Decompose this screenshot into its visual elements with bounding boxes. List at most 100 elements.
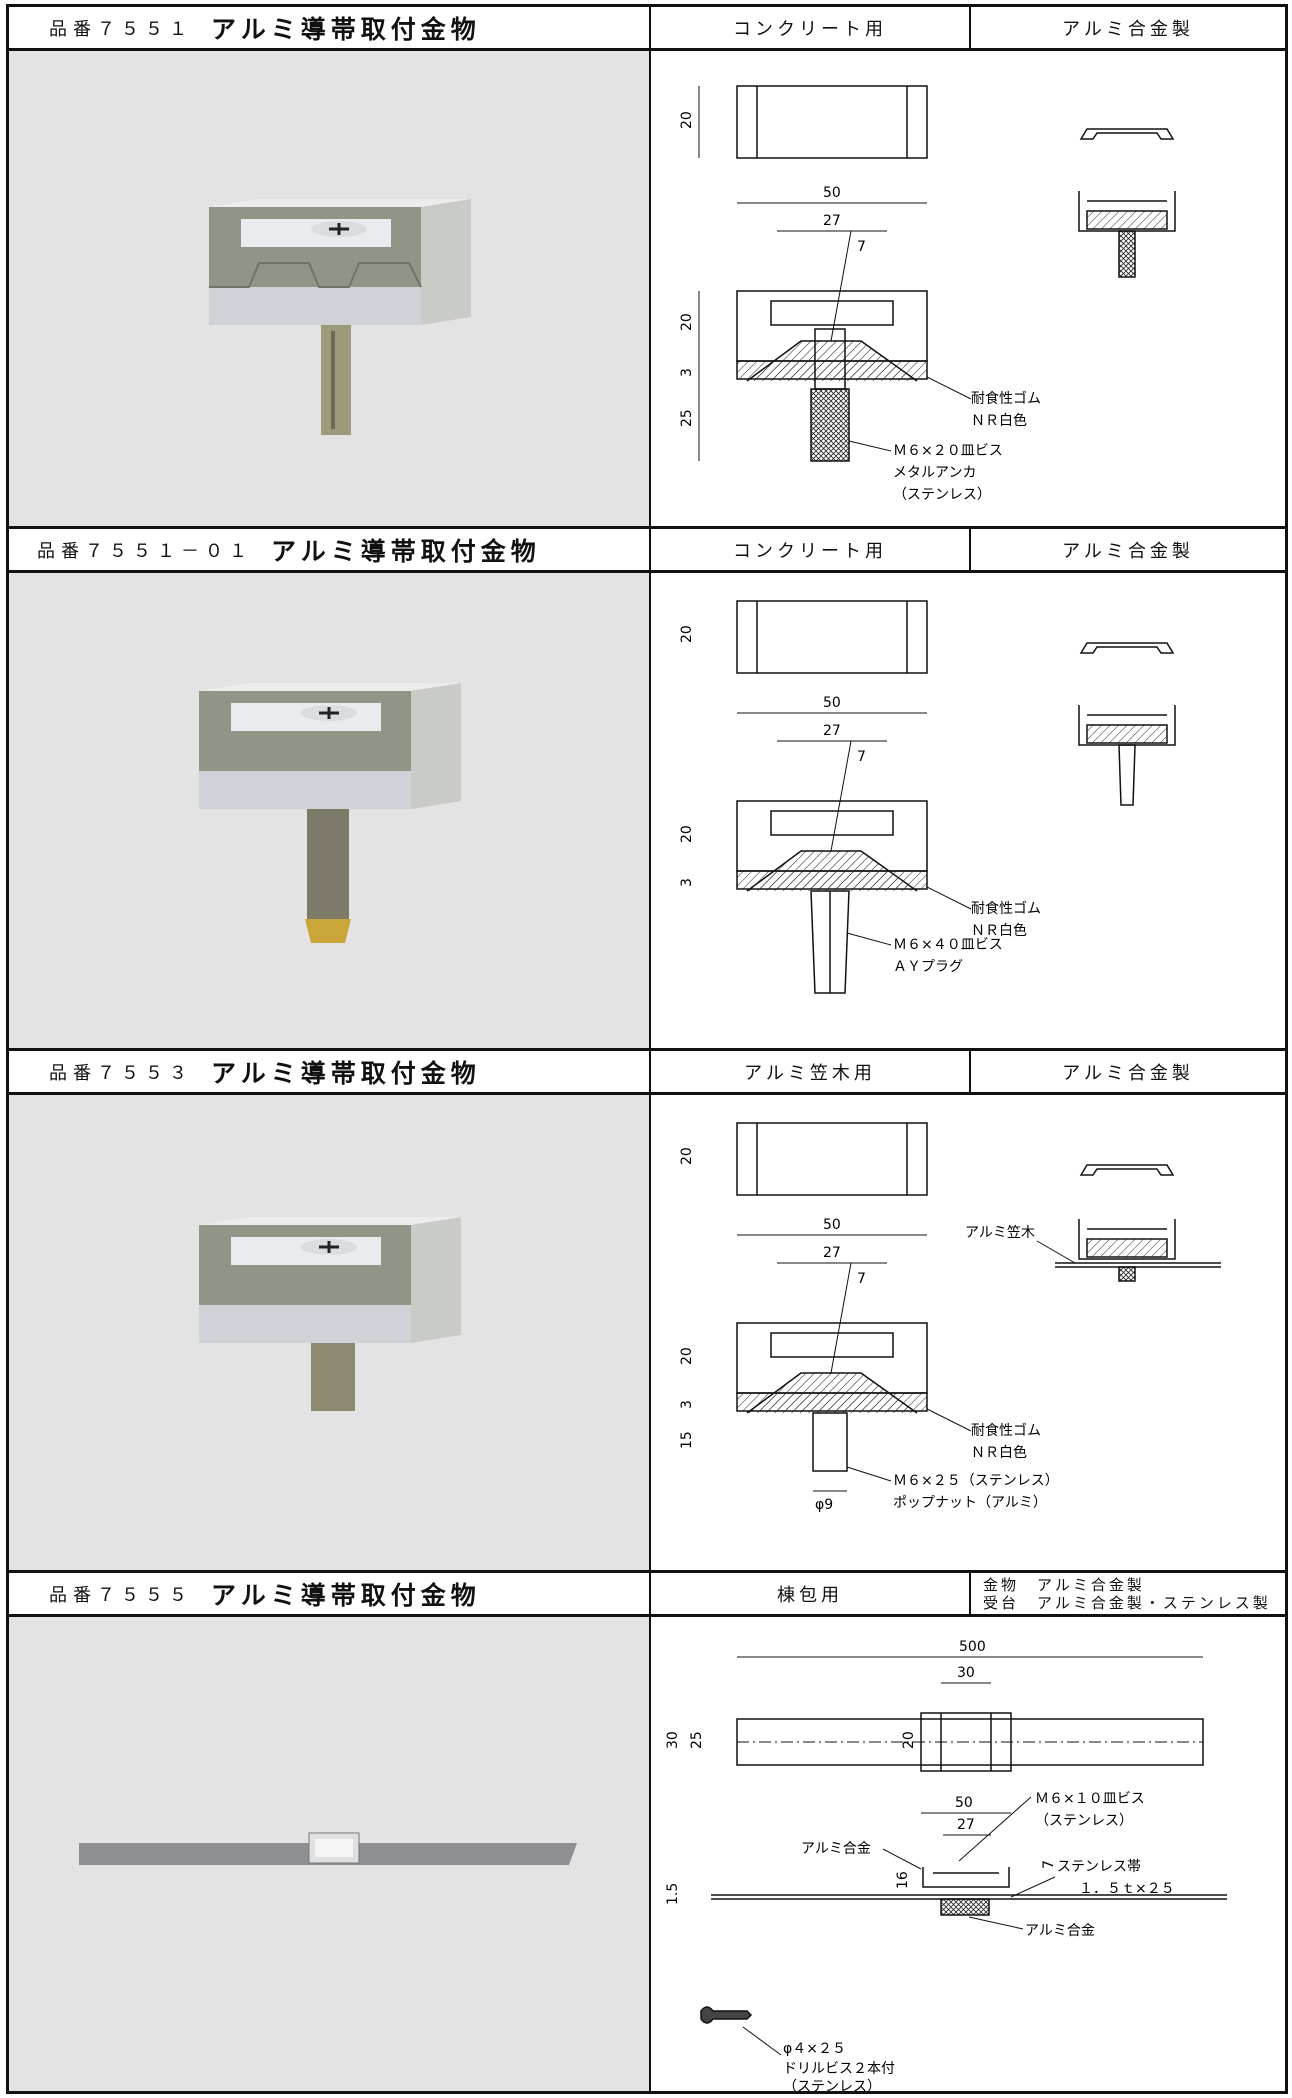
- rubber-color-label: ＮＲ白色: [971, 412, 1027, 429]
- nut-label: ポップナット（アルミ）: [893, 1495, 1047, 1511]
- dim-top-h: 20: [679, 1147, 695, 1165]
- product-code: 品番７５５３: [49, 1062, 193, 1084]
- product-name: アルミ導帯取付金物: [211, 1058, 481, 1088]
- dim-band-w: 25: [689, 1731, 705, 1749]
- dimension-drawing: 20 50 27 7 20 3 25 耐食性ゴム ＮＲ白色 Ｍ６×２０皿ビス メ…: [679, 85, 1176, 503]
- dim-slot: 7: [857, 1271, 866, 1287]
- dim-slot: 7: [857, 749, 866, 765]
- dim-base-h: 3: [679, 368, 695, 377]
- dimension-drawing: 20 50 27 7 20 3 耐食性ゴム ＮＲ白色 Ｍ６×４０皿ビス ＡＹプラ…: [679, 600, 1176, 994]
- technical-drawing: 20 50 27 7 20 3 耐食性ゴム ＮＲ白色 Ｍ６×４０皿ビス ＡＹプラ…: [651, 573, 1285, 1048]
- product-photo: [9, 573, 651, 1048]
- product-name: アルミ導帯取付金物: [211, 1580, 481, 1610]
- product-section-7551-01: 品番７５５１－０１ アルミ導帯取付金物 コンクリート用 アルミ合金製: [6, 526, 1288, 1051]
- dim-width: 50: [823, 185, 841, 201]
- drill-screw-material-label: （ステンレス）: [783, 2079, 881, 2091]
- product-photo: [9, 51, 651, 526]
- product-code: 品番７５５１: [49, 18, 193, 40]
- dim-clip-w: 30: [957, 1665, 975, 1681]
- fitting-with-plug-image: [199, 683, 461, 943]
- plug-label: ＡＹプラグ: [893, 959, 963, 975]
- technical-drawing: 20 50 27 7 20 3 15 φ9 耐食性ゴム ＮＲ白色 Ｍ６×２５（ス…: [651, 1095, 1285, 1570]
- dim-inner: 27: [823, 213, 841, 229]
- anchor-material-label: （ステンレス）: [893, 487, 991, 503]
- product-photo: [9, 1095, 651, 1570]
- dim-clip-h: 20: [901, 1731, 917, 1749]
- technical-drawing: 20 50 27 7 20 3 25 耐食性ゴム ＮＲ白色 Ｍ６×２０皿ビス メ…: [651, 51, 1285, 526]
- dim-slot: 7: [1041, 1860, 1057, 1869]
- drill-screw-note-label: ドリルビス２本付: [783, 2061, 895, 2077]
- dim-body-h: 16: [895, 1871, 911, 1889]
- kasagi-label: アルミ笠木: [965, 1225, 1035, 1241]
- screw-label: Ｍ６×２５（ステンレス）: [893, 1473, 1059, 1489]
- side-view-icon: [1078, 128, 1176, 278]
- dimension-drawing: 500 30 30 25 20 50 27 7 16 1.5 Ｍ６×１０皿ビス: [665, 1639, 1227, 2095]
- dim-length: 500: [959, 1639, 986, 1655]
- material-cell: アルミ合金製: [1062, 1062, 1194, 1084]
- dim-inner: 27: [957, 1817, 975, 1833]
- dim-base-h: 3: [679, 1400, 695, 1409]
- section-header: 品番７５５５ アルミ導帯取付金物 棟包用 金物 アルミ合金製 受台 アルミ合金製…: [9, 1573, 1285, 1617]
- screw-material-label: （ステンレス）: [1035, 1813, 1133, 1829]
- drill-screw-size-label: φ４×２５: [783, 2041, 846, 2057]
- dim-band-h: 30: [665, 1731, 681, 1749]
- screw-label: Ｍ６×４０皿ビス: [893, 937, 1003, 953]
- product-name: アルミ導帯取付金物: [211, 14, 481, 44]
- product-section-7553: 品番７５５３ アルミ導帯取付金物 アルミ笠木用 アルミ合金製: [6, 1048, 1288, 1573]
- dim-body-w: 50: [955, 1795, 973, 1811]
- technical-drawing: 500 30 30 25 20 50 27 7 16 1.5 Ｍ６×１０皿ビス: [651, 1617, 1285, 2095]
- material-line-2: 受台 アルミ合金製・ステンレス製: [983, 1593, 1271, 1612]
- band-size-label: １．５ｔ×２５: [1079, 1881, 1175, 1897]
- dim-body-h: 20: [679, 1347, 695, 1365]
- section-header: 品番７５５１－０１ アルミ導帯取付金物 コンクリート用 アルミ合金製: [9, 529, 1285, 573]
- product-code: 品番７５５１－０１: [37, 540, 253, 562]
- dim-body-h: 20: [679, 825, 695, 843]
- alloy-label-bottom: アルミ合金: [1025, 1923, 1095, 1939]
- title-cell: 品番７５５１－０１ アルミ導帯取付金物: [9, 529, 651, 570]
- title-cell: 品番７５５３ アルミ導帯取付金物: [9, 1051, 651, 1092]
- rubber-color-label: ＮＲ白色: [971, 922, 1027, 939]
- side-view-icon: [1036, 1164, 1221, 1282]
- dimension-drawing: 20 50 27 7 20 3 15 φ9 耐食性ゴム ＮＲ白色 Ｍ６×２５（ス…: [679, 1122, 1221, 1513]
- rubber-label: 耐食性ゴム: [971, 900, 1041, 917]
- section-header: 品番７５５１ アルミ導帯取付金物 コンクリート用 アルミ合金製: [9, 7, 1285, 51]
- side-view-icon: [1078, 642, 1176, 806]
- title-cell: 品番７５５５ アルミ導帯取付金物: [9, 1573, 651, 1614]
- usage-cell: 棟包用: [651, 1573, 971, 1614]
- usage-cell: コンクリート用: [651, 529, 971, 570]
- product-code: 品番７５５５: [49, 1584, 193, 1606]
- dim-slot: 7: [857, 239, 866, 255]
- dim-inner: 27: [823, 1245, 841, 1261]
- fitting-with-nut-image: [199, 1217, 461, 1411]
- dim-anchor-len: 25: [679, 409, 695, 427]
- section-header: 品番７５５３ アルミ導帯取付金物 アルミ笠木用 アルミ合金製: [9, 1051, 1285, 1095]
- dim-body-h: 20: [679, 313, 695, 331]
- dim-band-t: 1.5: [665, 1883, 681, 1905]
- dim-width: 50: [823, 695, 841, 711]
- product-section-7551: 品番７５５１ アルミ導帯取付金物 コンクリート用 アルミ合金製: [6, 4, 1288, 529]
- material-cell: アルミ合金製: [1062, 18, 1194, 40]
- rubber-color-label: ＮＲ白色: [971, 1444, 1027, 1461]
- product-photo: [9, 1617, 651, 2091]
- screw-label: Ｍ６×２０皿ビス: [893, 443, 1003, 459]
- material-cell: アルミ合金製: [1062, 540, 1194, 562]
- product-name: アルミ導帯取付金物: [271, 536, 541, 566]
- rubber-label: 耐食性ゴム: [971, 1422, 1041, 1439]
- dim-base-h: 3: [679, 878, 695, 887]
- dim-nut-len: 15: [679, 1431, 695, 1449]
- material-line-1: 金物 アルミ合金製: [983, 1575, 1145, 1594]
- dim-top-h: 20: [679, 111, 695, 129]
- band-fitting-image: [79, 1832, 577, 1865]
- rubber-label: 耐食性ゴム: [971, 390, 1041, 407]
- usage-cell: アルミ笠木用: [651, 1051, 971, 1092]
- product-sheet: 品番７５５１ アルミ導帯取付金物 コンクリート用 アルミ合金製: [6, 4, 1288, 2095]
- screw-label: Ｍ６×１０皿ビス: [1035, 1791, 1145, 1807]
- dim-width: 50: [823, 1217, 841, 1233]
- band-label: ステンレス帯: [1057, 1859, 1141, 1875]
- dim-nut-dia: φ9: [815, 1497, 833, 1513]
- anchor-label: メタルアンカ: [893, 465, 976, 481]
- title-cell: 品番７５５１ アルミ導帯取付金物: [9, 7, 651, 48]
- material-cell: 金物 アルミ合金製 受台 アルミ合金製・ステンレス製: [971, 1573, 1285, 1614]
- usage-cell: コンクリート用: [651, 7, 971, 48]
- alloy-label-top: アルミ合金: [801, 1841, 871, 1857]
